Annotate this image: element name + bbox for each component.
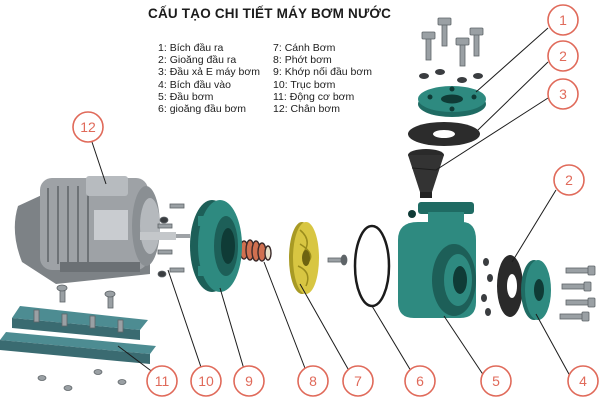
legend-number: 8 (273, 54, 279, 67)
legend-number: 6 (158, 102, 164, 115)
legend-label: Khớp nối đầu bơm (284, 66, 373, 79)
legend-label: Phớt bơm (284, 54, 332, 67)
legend-item: 1: Bích đầu ra (158, 42, 224, 54)
callout-3 (547, 78, 579, 110)
impeller-bolt (327, 254, 348, 266)
callout-number: 11 (155, 373, 170, 389)
legend-item: 2: Gioăng đầu ra (158, 54, 237, 67)
legend-item: 10: Trục bơm (273, 78, 336, 91)
legend-label: Bích đầu ra (169, 42, 224, 54)
legend-item: 8: Phớt bơm (273, 54, 332, 67)
outlet-bolts (421, 17, 484, 67)
legend-item: 9: Khớp nối đầu bơm (273, 66, 373, 79)
legend-label: Chân bơm (290, 102, 341, 115)
callouts (72, 4, 599, 397)
legend-number: 12 (273, 102, 285, 115)
callout-number: 7 (354, 373, 362, 389)
legend-item: 7: Cánh Bơm (273, 42, 336, 54)
callout-number: 3 (559, 86, 567, 102)
callout-6 (404, 365, 436, 397)
motor (14, 176, 160, 284)
outlet-gasket (408, 122, 480, 146)
pump-seal (239, 239, 272, 262)
legend-label: Bích đầu vào (169, 78, 231, 91)
pump-coupling-bracket (190, 200, 242, 292)
pump-head-oring (353, 224, 391, 308)
outlet-flange (418, 86, 486, 117)
legend-item: 5: Đầu bơm (158, 90, 214, 103)
callout-8 (297, 365, 329, 397)
motor-shaft (140, 232, 190, 240)
legend-number: 9 (273, 66, 279, 79)
callout-number: 10 (198, 373, 214, 389)
legend-label: Gioăng đầu ra (169, 54, 237, 67)
legend-number: 7 (273, 42, 279, 54)
legend-number: 10 (273, 78, 285, 91)
legend-number: 3 (158, 66, 164, 79)
legend-number: 2 (158, 54, 164, 67)
legend-item: 6: gioăng đầu bơm (158, 102, 247, 115)
discharge-cone (408, 149, 444, 198)
legend-label: Động cơ bơm (289, 90, 355, 103)
inlet-gasket (497, 255, 523, 317)
legend-number: 5 (158, 90, 164, 103)
legend-label: gioăng đầu bơm (169, 102, 247, 115)
callout-5 (480, 365, 512, 397)
legend-item: 12: Chân bơm (273, 102, 341, 115)
legend-column-right: 7: Cánh Bơm 8: Phớt bơm 9: Khớp nối đầu … (273, 42, 372, 115)
base-bolts (33, 284, 127, 391)
callout-11 (146, 365, 178, 397)
legend-number: 1 (158, 42, 164, 54)
callout-number: 6 (416, 373, 424, 389)
legend-item: 3: Đầu xả E máy bơm (158, 66, 261, 79)
callout-7 (342, 365, 374, 397)
callout-number: 8 (309, 373, 317, 389)
callout-12 (72, 111, 104, 143)
impeller (289, 222, 319, 294)
legend-label: Đầu bơm (169, 90, 214, 103)
callout-4 (567, 365, 599, 397)
callout-number: 4 (579, 373, 587, 389)
legend-item: 11: Động cơ bơm (273, 90, 355, 103)
legend-label: Trục bơm (290, 78, 336, 91)
leader-lines (89, 27, 571, 377)
callout-1 (547, 4, 579, 36)
diagram-title: CẤU TẠO CHI TIẾT MÁY BƠM NƯỚC (148, 6, 392, 21)
legend-label: Đầu xả E máy bơm (169, 66, 261, 79)
legend-column-left: 1: Bích đầu ra 2: Gioăng đầu ra 3: Đầu x… (158, 42, 260, 115)
legend-label: Cánh Bơm (284, 42, 336, 54)
legend-number: 11 (273, 90, 284, 103)
callout-number: 12 (80, 119, 96, 135)
callout-10 (190, 365, 222, 397)
callout-labels: 1 2 3 2 4 5 6 7 8 9 10 11 12 (80, 12, 587, 389)
motor-bolts (157, 203, 185, 278)
callout-number: 9 (245, 373, 253, 389)
callout-number: 2 (559, 48, 567, 64)
legend-item: 4: Bích đầu vào (158, 78, 231, 91)
housing-nuts (481, 258, 493, 316)
callout-number: 5 (492, 373, 500, 389)
inlet-flange (521, 260, 551, 320)
callout-9 (233, 365, 265, 397)
legend-number: 4 (158, 78, 164, 91)
callout-2-inlet (553, 164, 585, 196)
callout-2-outlet (547, 40, 579, 72)
callout-number: 1 (559, 12, 567, 28)
pump-housing (398, 202, 476, 318)
callout-number: 2 (565, 172, 573, 188)
inlet-bolts (559, 265, 596, 322)
base-rails (0, 306, 156, 364)
